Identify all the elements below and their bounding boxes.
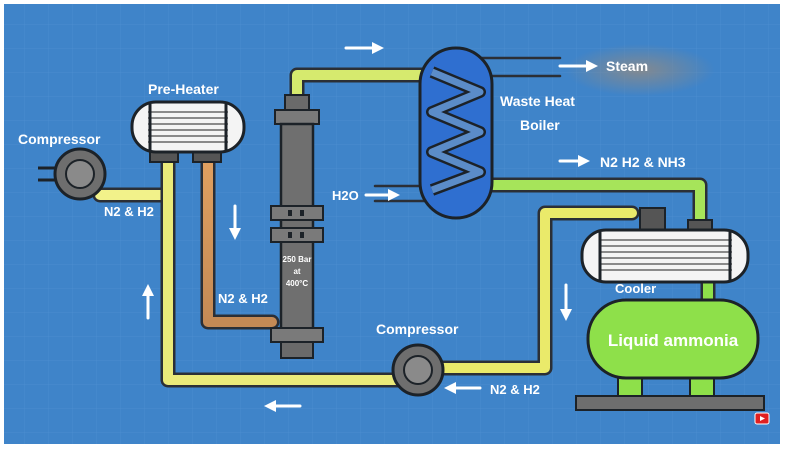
compressor-left: [38, 147, 107, 201]
liquid-ammonia-label: Liquid ammonia: [608, 331, 739, 350]
n2h2-bottom-label: N2 & H2: [490, 382, 540, 397]
cooler: [580, 207, 750, 284]
compressor-bottom: [391, 343, 445, 397]
n2h2-top-left-label: N2 & H2: [104, 204, 154, 219]
n2h2nh3-label: N2 H2 & NH3: [600, 154, 686, 170]
compressor-left-label: Compressor: [18, 131, 101, 147]
arrow-right-icon: [364, 189, 400, 201]
arrow-down-icon: [560, 283, 572, 321]
arrow-right-icon: [558, 155, 590, 167]
waste-heat-label-line1: Waste Heat: [500, 93, 575, 109]
arrow-up-icon: [142, 284, 154, 320]
cooler-label: Cooler: [615, 281, 656, 296]
h2o-label: H2O: [332, 188, 359, 203]
reactor-at-label: at: [293, 267, 300, 276]
arrow-left-icon: [444, 382, 482, 394]
waste-heat-label-line2: Boiler: [520, 117, 560, 133]
liquid-ammonia-tank: Liquid ammonia: [575, 298, 765, 411]
reactor-pressure-label: 250 Bar: [283, 255, 312, 264]
arrow-down-icon: [229, 204, 241, 240]
compressor-bottom-label: Compressor: [376, 321, 459, 337]
preheater-label: Pre-Heater: [148, 81, 219, 97]
steam-cloud: [565, 44, 715, 96]
steam-label: Steam: [606, 58, 648, 74]
preheater: [130, 100, 246, 163]
youtube-icon[interactable]: [754, 412, 770, 425]
arrow-right-icon: [344, 42, 384, 54]
reactor-temperature-label: 400°C: [286, 279, 309, 288]
reactor-column: 250 Bar at 400°C: [270, 94, 324, 359]
arrow-left-icon: [264, 400, 302, 412]
waste-heat-boiler: [418, 46, 494, 220]
arrow-right-icon: [558, 60, 598, 72]
n2h2-mid-left-label: N2 & H2: [218, 291, 268, 306]
